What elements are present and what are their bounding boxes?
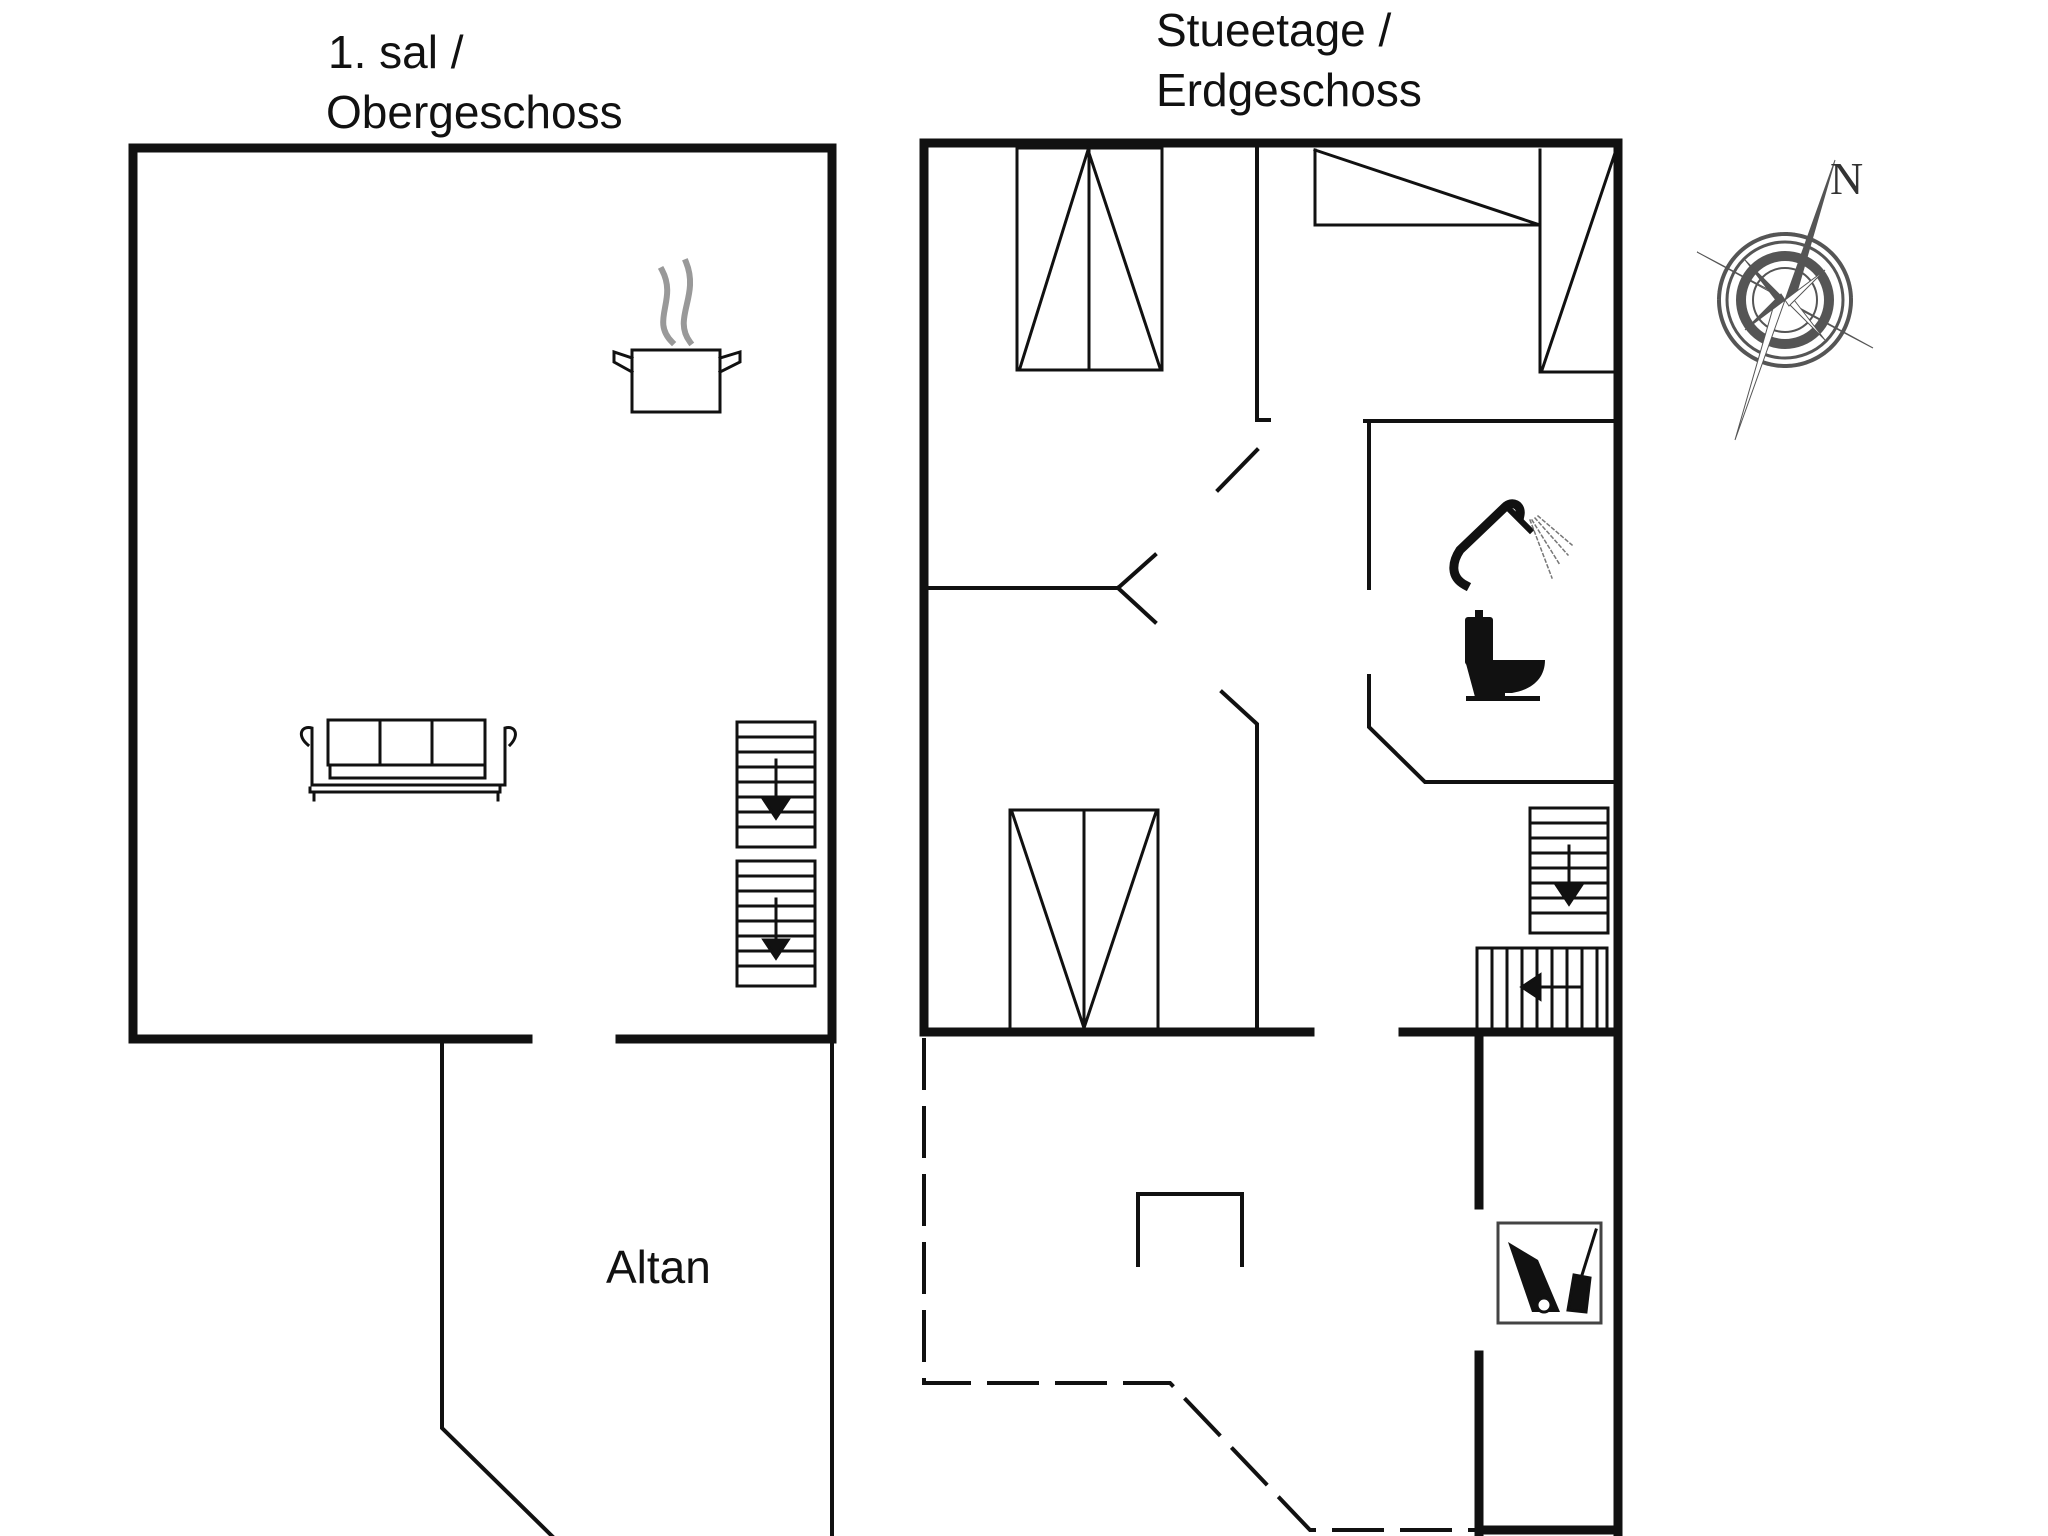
toilet-icon: [1465, 610, 1545, 701]
compass-north-label: N: [1830, 153, 1864, 204]
utility-room-wall: [1474, 1027, 1623, 1536]
sofa-icon: [299, 718, 517, 802]
upper-floor-title-line2: Obergeschoss: [326, 86, 623, 138]
cooking-pot-icon: [612, 258, 742, 414]
ground-floor-title-line1: Stueetage /: [1156, 4, 1392, 56]
door-swing: [1219, 689, 1259, 1034]
stairs-down-icon: [735, 720, 817, 988]
compass-rose-icon: [1696, 159, 1874, 441]
interior-wall: [1255, 146, 1271, 422]
terrace-outline: [922, 1038, 1481, 1532]
ground-floor-title-line2: Erdgeschoss: [1156, 64, 1422, 116]
shower-icon: [1449, 499, 1574, 592]
table-icon: [1136, 1192, 1244, 1267]
balcony-outline: [440, 1038, 834, 1536]
stairs-down-icon: [1528, 806, 1610, 935]
interior-wall: [926, 552, 1158, 625]
stairs-left-icon: [1475, 946, 1609, 1034]
utility-tools-icon: [1496, 1221, 1603, 1325]
door-swing: [1215, 447, 1260, 493]
ground-floor: [919, 138, 1623, 1536]
bathroom-wall: [1363, 419, 1620, 784]
upper-floor: [128, 143, 837, 1536]
upper-floor-title-line1: 1. sal /: [328, 26, 464, 78]
wardrobe-icon: [1008, 808, 1160, 1034]
wardrobe-icon: [1015, 145, 1164, 372]
balcony-label: Altan: [606, 1241, 711, 1293]
upper-floor-outer-wall: [128, 143, 837, 1044]
wardrobe-icon: [1313, 148, 1620, 374]
ground-floor-outer-wall: [919, 138, 1623, 1536]
